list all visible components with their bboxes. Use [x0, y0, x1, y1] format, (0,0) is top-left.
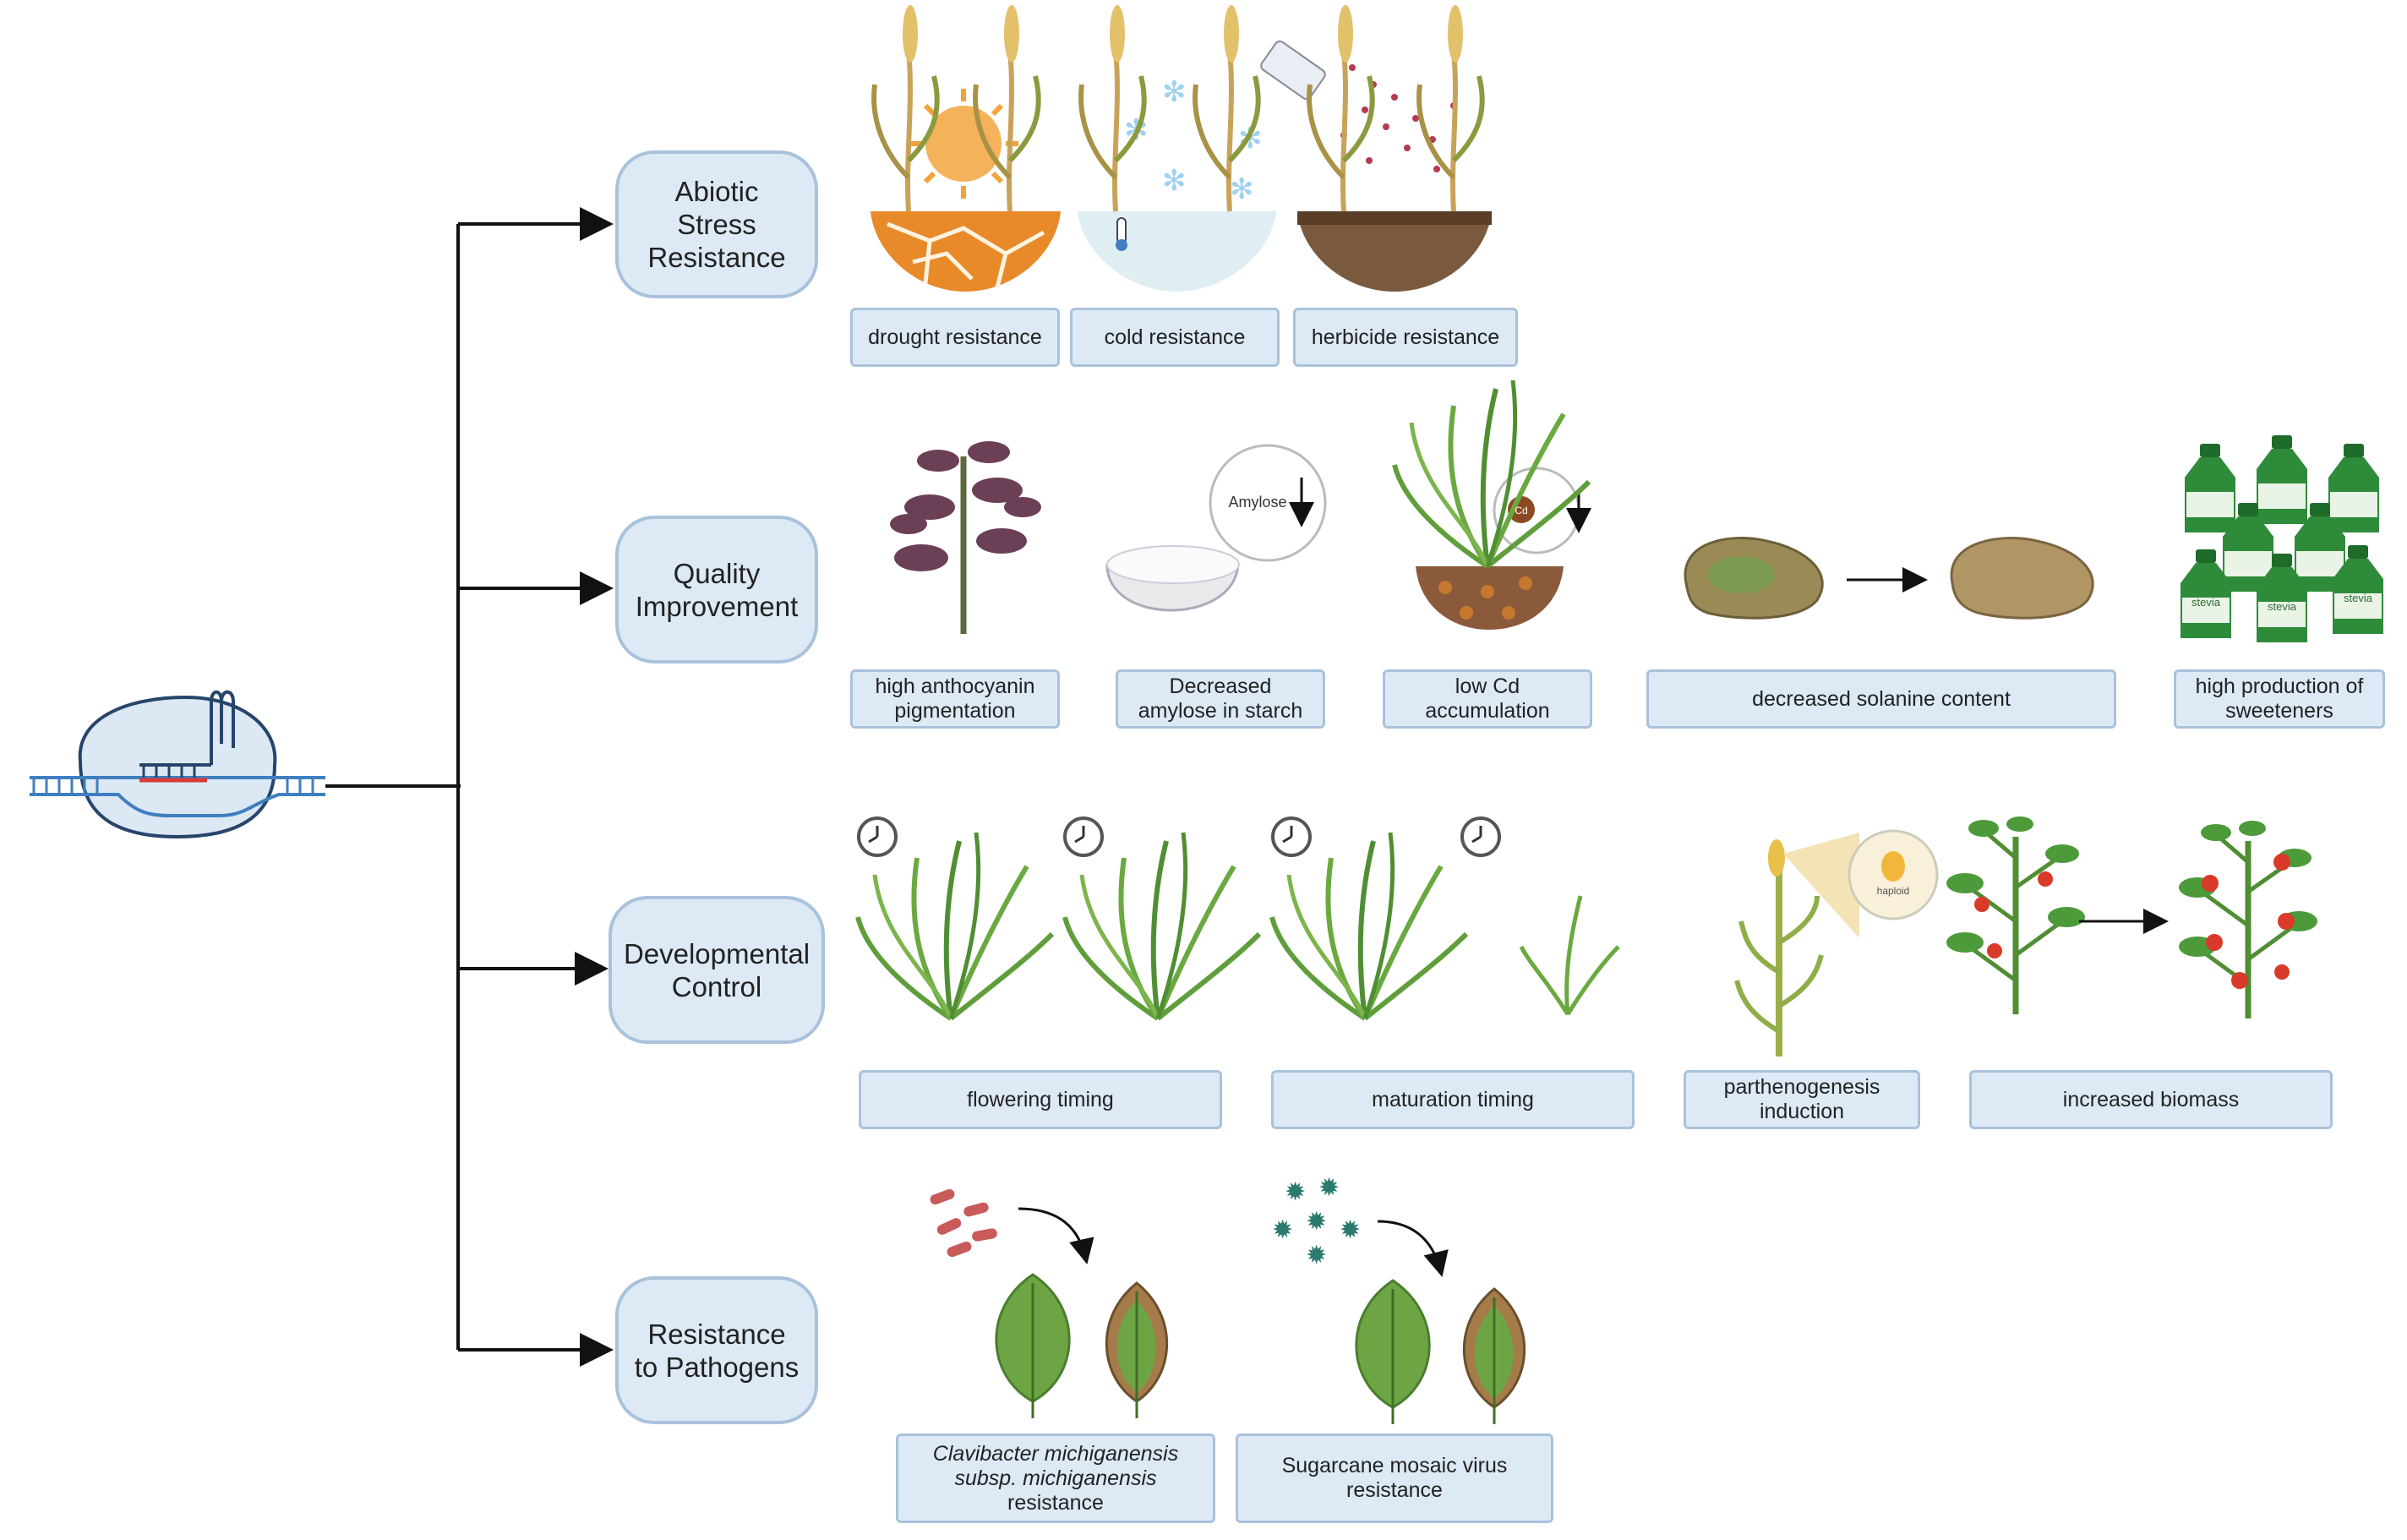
category-connectors: [325, 207, 614, 1367]
stevia-label-1: stevia: [2191, 596, 2221, 609]
herbicide-illustration: [1260, 5, 1492, 292]
cold-illustration: ✻✻✻✻✻: [1078, 5, 1276, 292]
label-decreased-solanine: decreased solanine content: [1646, 669, 2116, 729]
label-clavibacter-resistance: Clavibacter michiganensis subsp. michiga…: [896, 1434, 1215, 1523]
anthocyanin-plant-illustration: [890, 441, 1041, 634]
maturation-timing-illustration: [1272, 816, 1620, 1018]
corn-haploid-illustration: [1734, 829, 1939, 1057]
svg-text:✻: ✻: [1162, 164, 1187, 198]
svg-text:✻: ✻: [1162, 75, 1187, 109]
cas9-dna-icon: [30, 690, 325, 839]
svg-text:✹: ✹: [1318, 1173, 1340, 1203]
biomass-tomato-illustration: [1946, 816, 2317, 1018]
label-maturation-timing: maturation timing: [1271, 1070, 1635, 1129]
label-flowering-timing: flowering timing: [859, 1070, 1222, 1129]
amylose-icon-text: Amylose: [1228, 494, 1286, 511]
category-developmental-control: Developmental Control: [609, 896, 825, 1044]
label-high-anthocyanin: high anthocyanin pigmentation: [850, 669, 1060, 729]
virus-leaf-illustration: ✹✹✹ ✹✹✹: [1272, 1173, 1526, 1426]
svg-text:✹: ✹: [1306, 1241, 1327, 1270]
svg-text:✻: ✻: [1230, 172, 1254, 206]
label-increased-biomass: increased biomass: [1969, 1070, 2333, 1129]
potato-illustration: [1684, 537, 2094, 620]
clavibacter-resistance-word: resistance: [1007, 1490, 1104, 1515]
label-sweeteners: high production of sweeteners: [2174, 669, 2385, 729]
stevia-label-3: stevia: [2344, 592, 2373, 604]
svg-text:✹: ✹: [1272, 1215, 1293, 1245]
label-cold-resistance: cold resistance: [1070, 308, 1280, 367]
stevia-label-2: stevia: [2268, 600, 2297, 613]
svg-text:✹: ✹: [1340, 1215, 1361, 1245]
bacteria-leaf-illustration: [930, 1188, 1169, 1420]
svg-text:✹: ✹: [1306, 1207, 1327, 1237]
flowering-timing-illustration: [858, 816, 1259, 1018]
label-decreased-amylose: Decreased amylose in starch: [1116, 669, 1325, 729]
cd-plant-illustration: [1395, 380, 1591, 630]
category-abiotic-stress: Abiotic Stress Resistance: [615, 150, 818, 298]
svg-text:✹: ✹: [1285, 1177, 1306, 1207]
label-drought-resistance: drought resistance: [850, 308, 1060, 367]
label-low-cd: low Cd accumulation: [1383, 669, 1592, 729]
label-herbicide-resistance: herbicide resistance: [1293, 308, 1518, 367]
clavibacter-species-name: Clavibacter michiganensis subsp. michiga…: [932, 1441, 1179, 1490]
category-quality-improvement: Quality Improvement: [615, 516, 818, 664]
cd-icon-text: Cd: [1515, 505, 1527, 516]
label-sugarcane-mosaic: Sugarcane mosaic virus resistance: [1236, 1434, 1553, 1523]
label-parthenogenesis: parthenogenesis induction: [1684, 1070, 1920, 1129]
haploid-icon-text: haploid: [1877, 885, 1910, 897]
drought-illustration: [871, 5, 1061, 292]
rice-bowl-illustration: [1105, 444, 1327, 612]
category-resistance-pathogens: Resistance to Pathogens: [615, 1276, 818, 1424]
